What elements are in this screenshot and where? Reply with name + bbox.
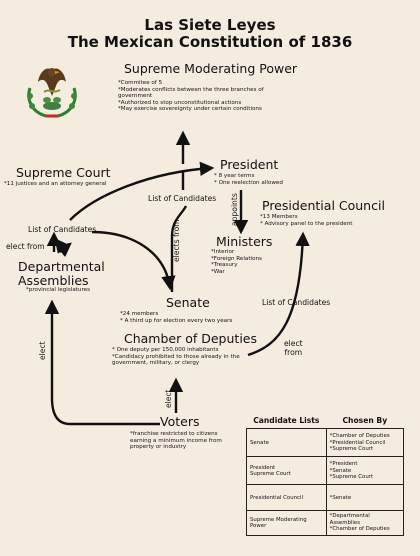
label-list-of-candidates-right: List of Candidates	[262, 298, 331, 307]
voters-title: Voters	[160, 414, 200, 429]
candidate-lists-table: Candidate Lists Chosen By Senate *Chambe…	[246, 414, 405, 536]
table-cell-chosen: *Departmental Assemblies *Chamber of Dep…	[325, 510, 405, 536]
table-cell-list: Senate	[246, 428, 327, 458]
title-line-1: Las Siete Leyes	[144, 16, 276, 34]
table-cell-chosen: *Senate	[325, 484, 405, 512]
table-header-chosen-by: Chosen By	[342, 416, 388, 425]
mexican-eagle-seal-icon	[27, 68, 77, 118]
table-cell-list: Presidential Council	[246, 484, 327, 512]
label-appoints: appoints	[230, 193, 239, 226]
label-elect-from-left: elect from	[6, 242, 45, 251]
departmental-assemblies-title: Departmental Assemblies	[18, 259, 105, 288]
label-list-of-candidates-top: List of Candidates	[148, 194, 217, 203]
chamber-of-deputies-title: Chamber of Deputies	[124, 331, 257, 346]
senate-title: Senate	[166, 295, 210, 310]
departmental-assemblies-details: *provincial legislatures	[26, 287, 91, 293]
label-elect-voters: elect	[164, 389, 173, 408]
table-cell-chosen: *Chamber of Deputies *Presidential Counc…	[325, 428, 405, 458]
president-details: * 8 year terms * One reelection allowed	[214, 173, 283, 186]
presidential-council-details: *13 Members * Advisory panel to the pres…	[260, 214, 353, 227]
label-elect-from-right: elect from	[284, 339, 303, 357]
supreme-moderating-power-details: *Commitee of 5 *Moderates conflicts betw…	[118, 80, 264, 113]
label-list-of-candidates-left: List of Candidates	[28, 225, 97, 234]
table-header-candidate-lists: Candidate Lists	[253, 416, 320, 425]
table-cell-chosen: *President *Senate *Supreme Court	[325, 456, 405, 486]
table-cell-list: Supreme Moderating Power	[246, 510, 327, 536]
label-elect-left-vertical: elect	[38, 341, 47, 360]
president-title: President	[220, 157, 279, 172]
senate-details: *24 members * A third up for election ev…	[120, 311, 233, 324]
table-row: Presidential Council *Senate	[246, 484, 405, 512]
supreme-court-details: *11 justices and an attorney general	[4, 181, 107, 187]
chamber-of-deputies-details: * One deputy per 150,000 inhabitants *Ca…	[112, 347, 240, 367]
label-elects-from: elects from	[172, 219, 181, 262]
table-row: Supreme Moderating Power *Departmental A…	[246, 510, 405, 536]
table-row: Senate *Chamber of Deputies *Presidentia…	[246, 428, 405, 458]
title-line-2: The Mexican Constitution of 1836	[67, 33, 353, 51]
ministers-title: Ministers	[216, 234, 273, 249]
table-row: President Supreme Court *President *Sena…	[246, 456, 405, 486]
presidential-council-title: Presidential Council	[262, 198, 385, 213]
ministers-details: *Interior *Foreign Relations *Treasury *…	[211, 249, 262, 275]
supreme-court-title: Supreme Court	[16, 165, 111, 180]
supreme-moderating-power-title: Supreme Moderating Power	[124, 61, 298, 76]
table-cell-list: President Supreme Court	[246, 456, 327, 486]
voters-details: *franchise restricted to citizens earnin…	[130, 431, 222, 451]
